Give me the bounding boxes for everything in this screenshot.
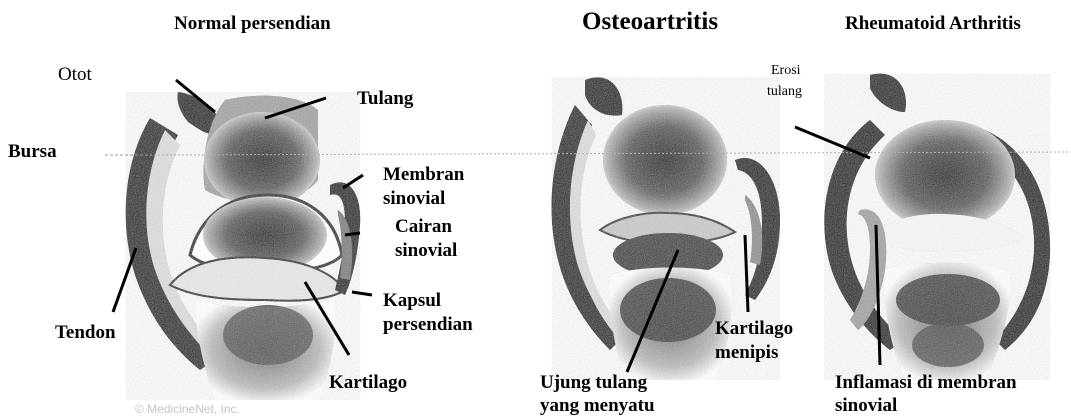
leader-menipis [745, 235, 748, 312]
title-rheumatoid: Rheumatoid Arthritis [845, 13, 1021, 35]
leader-kapsul [352, 292, 372, 295]
title-osteoarthritis: Osteoartritis [582, 8, 718, 36]
label-erosi-line2: tulang [767, 83, 802, 100]
label-membran-line2: sinovial [383, 188, 445, 210]
label-tendon: Tendon [55, 322, 116, 344]
rheumatoid-joint-illustration [824, 74, 1050, 380]
label-inflamasi-line1: Inflamasi di membran [835, 372, 1017, 394]
normal-joint-illustration [126, 92, 361, 400]
leader-cairan [345, 233, 360, 235]
credit-watermark: © MedicineNet, Inc. [135, 402, 240, 416]
label-menipis-line1: Kartilago [715, 318, 793, 340]
leader-membran [343, 175, 363, 188]
label-ujung-line2: yang menyatu [540, 395, 655, 417]
label-erosi-line1: Erosi [771, 62, 801, 79]
label-kartilago: Kartilago [329, 372, 407, 394]
label-cairan-line1: Cairan [395, 216, 452, 238]
label-bursa: Bursa [8, 141, 57, 163]
label-kapsul-line1: Kapsul [383, 290, 441, 312]
label-cairan-line2: sinovial [395, 240, 457, 262]
label-menipis-line2: menipis [715, 342, 778, 364]
label-tulang: Tulang [357, 88, 413, 110]
label-kapsul-line2: persendian [383, 314, 473, 336]
leader-tendon [113, 248, 136, 312]
title-normal: Normal persendian [174, 13, 331, 35]
label-membran-line1: Membran [383, 164, 464, 186]
label-otot: Otot [58, 64, 92, 86]
label-inflamasi-line2: sinovial [835, 395, 897, 417]
label-ujung-line1: Ujung tulang [540, 372, 647, 394]
